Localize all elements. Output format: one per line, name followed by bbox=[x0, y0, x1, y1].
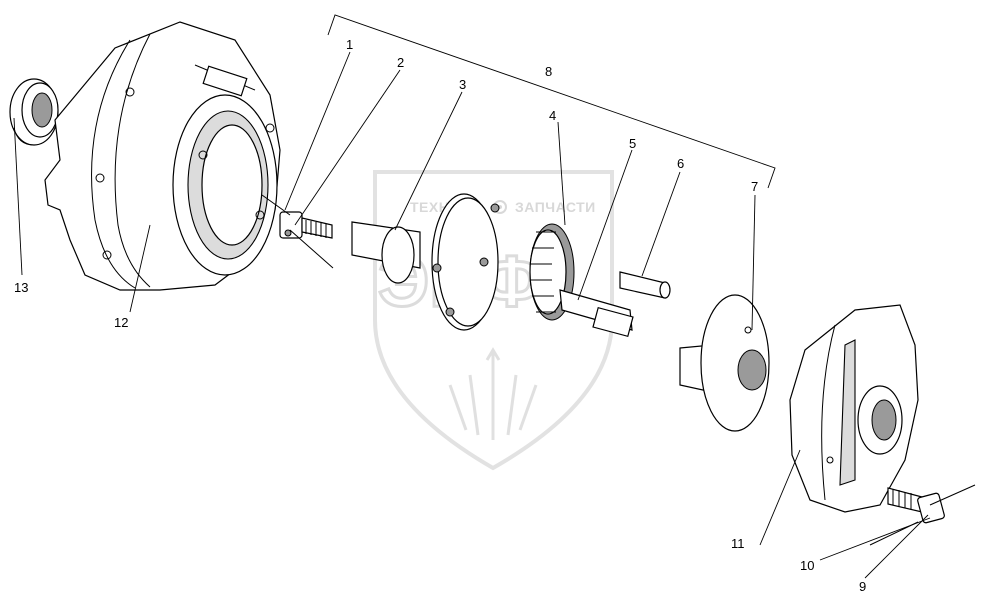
callout-11: 11 bbox=[731, 536, 745, 551]
leader-lines bbox=[13, 14, 931, 579]
callout-8: 8 bbox=[545, 64, 552, 79]
part-6-pin bbox=[619, 271, 671, 299]
part-13-seal bbox=[9, 78, 59, 146]
part-3-flanged-shaft bbox=[351, 193, 500, 331]
callout-1: 1 bbox=[346, 37, 353, 52]
watermark: ТЕХНИКА ЗАПЧАСТИ ЭПФ bbox=[373, 170, 614, 471]
part-7-flanged-bushing bbox=[679, 294, 770, 432]
callout-7: 7 bbox=[751, 179, 758, 194]
watermark-brand-right: ЗАПЧАСТИ bbox=[515, 199, 596, 215]
callout-12: 12 bbox=[114, 315, 128, 330]
callout-9: 9 bbox=[859, 579, 866, 594]
part-11-cover bbox=[789, 304, 919, 513]
callout-10: 10 bbox=[800, 558, 814, 573]
callout-2: 2 bbox=[397, 55, 404, 70]
callout-labels: 1 2 3 4 5 6 7 8 9 10 11 12 13 bbox=[14, 37, 866, 594]
callout-4: 4 bbox=[549, 108, 556, 123]
watermark-shield bbox=[373, 170, 614, 471]
part-1-lock-wire bbox=[261, 194, 334, 269]
watermark-wheat-icon bbox=[448, 347, 538, 440]
callout-5: 5 bbox=[629, 136, 636, 151]
part-12-housing bbox=[44, 21, 281, 291]
part-9-bolt bbox=[887, 487, 945, 524]
part-2-bolt bbox=[279, 211, 333, 239]
part-5-shaft bbox=[559, 289, 634, 338]
callout-3: 3 bbox=[459, 77, 466, 92]
callout-13: 13 bbox=[14, 280, 28, 295]
callout-6: 6 bbox=[677, 156, 684, 171]
